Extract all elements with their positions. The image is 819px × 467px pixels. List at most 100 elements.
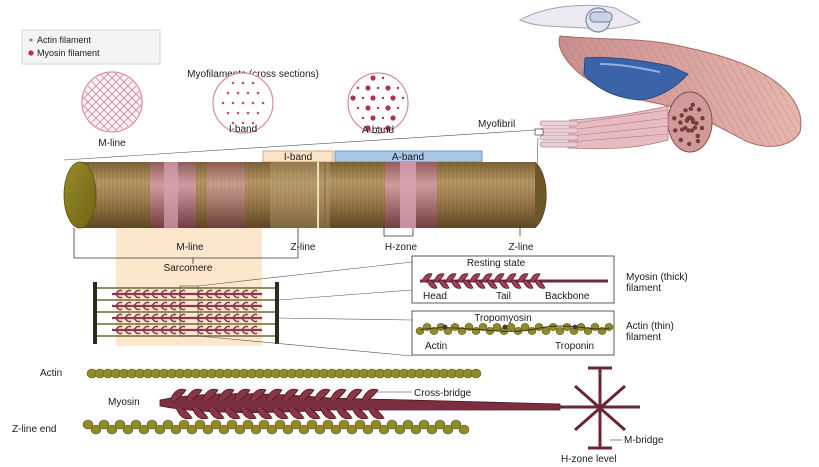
actin-dot (247, 112, 250, 115)
actin-dot (252, 102, 255, 105)
myosin-detail-box: Resting state Head Tail Backbone (412, 256, 614, 303)
actin-dot (377, 87, 379, 89)
i-band-label: I-band (284, 152, 312, 163)
muscle-illustration (520, 5, 801, 152)
fascicle-dot (691, 103, 695, 107)
actin-bead (528, 327, 536, 334)
actin-dot (237, 92, 240, 95)
actin-bead (507, 323, 515, 330)
actin-caption-2: filament (626, 332, 661, 343)
h-zone-label: H-zone (385, 242, 418, 253)
bottom-detail (83, 368, 640, 448)
myosin-legend-dot (28, 50, 33, 55)
cross-bridge-label: Cross-bridge (414, 388, 472, 399)
myosin-dot (385, 105, 390, 110)
fascicle-dot (683, 108, 687, 112)
actin-detail-box: Tropomyosin Actin Troponin (412, 311, 614, 355)
fascicle-dot (680, 127, 684, 131)
actin-bead (493, 323, 501, 330)
cross-sections: Myofilaments (cross sections) M-line I-b… (50, 69, 408, 149)
actin-bead (472, 327, 480, 334)
myosin-dot (370, 75, 375, 80)
myofibril-label: Myofibril (478, 119, 515, 130)
actin-bead (563, 323, 571, 330)
actin-bead (535, 323, 543, 330)
myosin-caption-1: Myosin (thick) (626, 272, 688, 283)
legend-actin-label: Actin filament (37, 35, 92, 45)
actin-bead (471, 369, 481, 378)
fascicle-dot (694, 121, 698, 125)
actin-caption-1: Actin (thin) (626, 321, 674, 332)
backbone-label: Backbone (545, 291, 590, 302)
actin-dot (242, 82, 245, 85)
troponin-dot (443, 325, 448, 330)
actin-bead (416, 327, 424, 334)
m-line-cross-section (50, 72, 174, 132)
fascicle-dot (672, 116, 676, 120)
z-line-end-label: Z-line end (12, 424, 56, 435)
fascicle-dot (700, 116, 704, 120)
actin-dot (397, 107, 399, 109)
actin-dot (227, 92, 230, 95)
fascicle-dot (693, 125, 697, 129)
actin-dot (247, 92, 250, 95)
actin-bead (542, 327, 550, 334)
actin-bead (451, 323, 459, 330)
myofibril-cylinder (64, 162, 546, 228)
myosin-dot (385, 85, 390, 90)
troponin-dot (503, 325, 508, 330)
i-band-cross-label: I-band (229, 124, 257, 135)
actin-legend-dot (29, 38, 32, 41)
cross-bridge-head (346, 389, 362, 400)
fascicle-dot (679, 113, 683, 117)
myosin-dot (350, 95, 355, 100)
actin-dot (237, 112, 240, 115)
actin-dot (227, 112, 230, 115)
myosin-dot (365, 105, 370, 110)
fascicle-dot (687, 142, 691, 146)
a-band-label: A-band (392, 152, 424, 163)
actin-dot (357, 87, 359, 89)
actin-dot (397, 87, 399, 89)
actin-dot (382, 117, 384, 119)
myosin-dot (370, 95, 375, 100)
legend-myosin-label: Myosin filament (37, 48, 100, 58)
m-line-label: M-line (176, 242, 204, 253)
actin-dot (232, 82, 235, 85)
z-line-label-2: Z-line (508, 242, 533, 253)
actin-part-label: Actin (425, 341, 447, 352)
cross-bridge-head (362, 389, 378, 400)
actin-bead (605, 323, 613, 330)
fascicle-dot (696, 134, 700, 138)
m-bridge-label: M-bridge (624, 435, 664, 446)
actin-dot (257, 92, 260, 95)
actin-dot (262, 102, 265, 105)
a-band-cross-section (348, 73, 408, 133)
actin-dot (377, 107, 379, 109)
actin-dot (362, 97, 364, 99)
a-band-cross-label: A-band (362, 125, 394, 136)
z-line-label-1: Z-line (290, 242, 315, 253)
actin-dot (222, 102, 225, 105)
actin-dot (382, 97, 384, 99)
m-line-cross-label: M-line (98, 138, 126, 149)
actin-dot (242, 102, 245, 105)
actin-dot (402, 97, 404, 99)
bottom-myosin-label: Myosin (108, 397, 140, 408)
h-zone-level-label: H-zone level (561, 454, 617, 465)
fascicle-dot (678, 120, 682, 124)
resting-state-label: Resting state (467, 258, 526, 269)
myosin-dot (365, 85, 370, 90)
head-label: Head (423, 291, 447, 302)
troponin-dot (573, 325, 578, 330)
myosin-dot (390, 95, 395, 100)
fascicle-dot (700, 126, 704, 130)
sarcomere-label: Sarcomere (164, 263, 213, 274)
actin-dot (257, 112, 260, 115)
tail-label: Tail (496, 291, 511, 302)
actin-dot (252, 82, 255, 85)
actin-bead (591, 323, 599, 330)
actin-bead (459, 425, 469, 434)
band-header: I-band A-band (263, 151, 482, 163)
